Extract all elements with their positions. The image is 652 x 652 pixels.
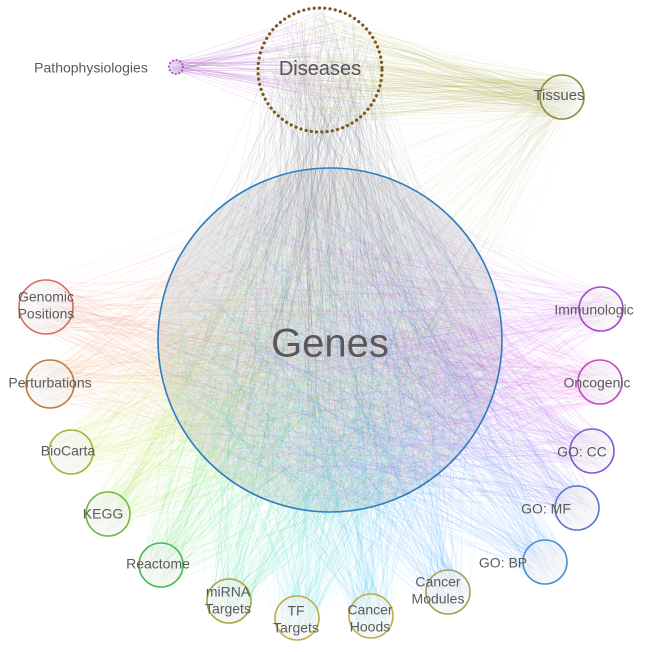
oncogenic-node[interactable] (577, 359, 623, 405)
fan-genes-cancer-modules (169, 179, 497, 612)
genes-node[interactable] (157, 167, 503, 513)
fan-genes-tf-targets (163, 180, 497, 640)
fan-genes-cancer-hoods (167, 176, 492, 637)
go-mf-node[interactable] (554, 485, 600, 531)
cancer-modules-node[interactable] (425, 569, 471, 615)
mirna-targets-node[interactable] (206, 578, 252, 624)
kegg-node[interactable] (85, 491, 131, 537)
immunologic-node[interactable] (578, 286, 624, 332)
tf-targets-node[interactable] (274, 595, 320, 641)
fan-genes-tissues (175, 78, 583, 511)
perturbations-node[interactable] (25, 359, 75, 409)
fan-genes-oncogenic (159, 176, 622, 511)
diseases-node[interactable] (256, 6, 384, 134)
fan-diseases-tissues (259, 12, 581, 130)
fan-genes-perturbations (26, 170, 493, 495)
genes-circle-fill (158, 168, 502, 512)
go-cc-node[interactable] (569, 428, 615, 474)
pathophysiologies-node[interactable] (167, 58, 185, 76)
tissues-node[interactable] (539, 74, 585, 120)
fan-genes-mirna-targets (169, 183, 491, 623)
fan-genes-go-cc (161, 175, 614, 501)
fan-diseases-pathophysiologies (169, 10, 380, 122)
fan-genes-kegg (88, 170, 493, 535)
fan-genes-reactome (140, 178, 491, 587)
cancer-hoods-node[interactable] (348, 593, 394, 639)
fan-genes-diseases (160, 8, 502, 508)
fan-genes-biocarta (49, 170, 492, 499)
reactome-node[interactable] (138, 542, 184, 588)
go-bp-node[interactable] (522, 539, 568, 585)
fan-genes-go-bp (177, 171, 567, 583)
genomic-positions-node[interactable] (18, 279, 74, 335)
fan-genes-genomic-positions (19, 173, 488, 504)
biocarta-node[interactable] (48, 429, 94, 475)
edge-fans (19, 8, 623, 640)
